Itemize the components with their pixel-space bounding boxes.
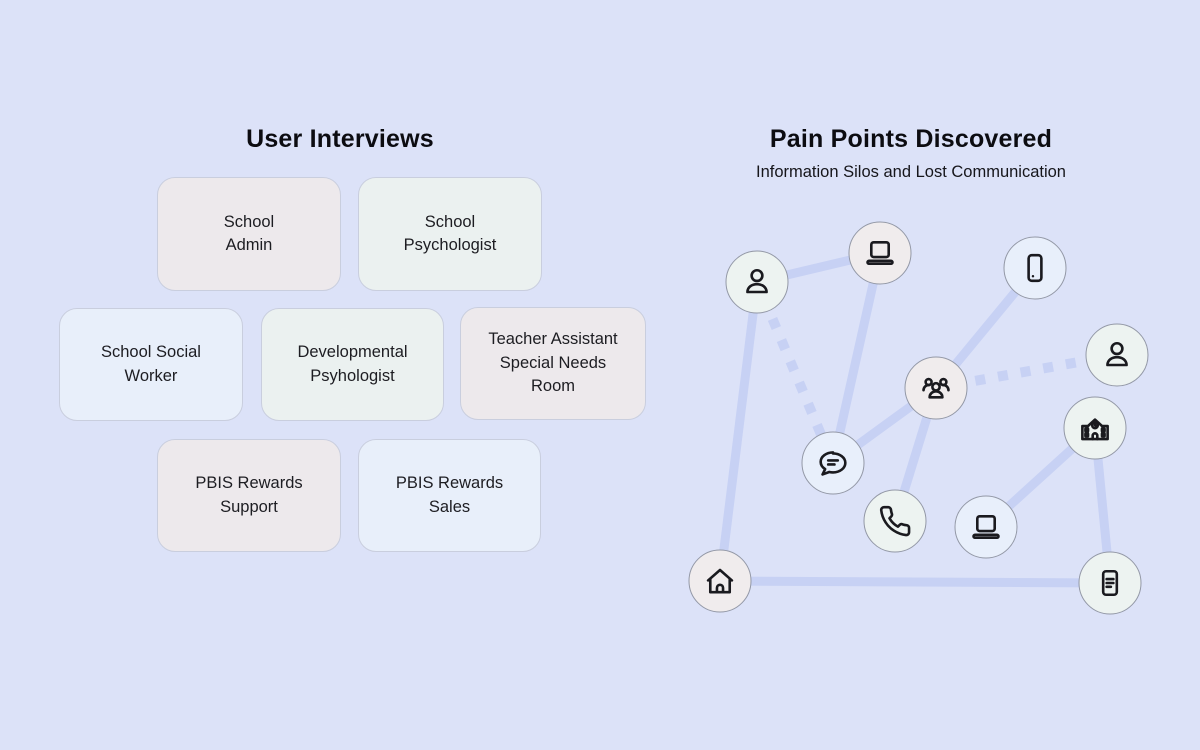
user-icon (746, 268, 768, 294)
connector-person-1-chat (752, 280, 838, 465)
network-node-school (1063, 396, 1127, 460)
network-node-document (1078, 551, 1142, 615)
node-circle (904, 356, 968, 420)
interview-card-pbis-rewards-sales: PBIS Rewards Sales (358, 439, 541, 552)
network-diagram (688, 221, 1149, 615)
document-icon (1101, 569, 1119, 597)
network-node-laptop-1 (848, 221, 912, 285)
node-circle (801, 431, 865, 495)
interview-card-teacher-assistant: Teacher Assistant Special Needs Room (460, 307, 646, 420)
network-node-laptop-2 (954, 495, 1018, 559)
phone-icon (879, 505, 911, 537)
connector-laptop-1-chat (828, 252, 885, 464)
laptop-icon (972, 514, 1000, 540)
network-node-phone-call (863, 489, 927, 553)
interview-card-pbis-rewards-support: PBIS Rewards Support (157, 439, 341, 552)
interview-card-school-admin: School Admin (157, 177, 341, 291)
interview-card-school-psychologist: School Psychologist (358, 177, 542, 291)
laptop-icon (866, 240, 894, 266)
user-interviews-title: User Interviews (246, 125, 434, 153)
pain-points-subtitle: Information Silos and Lost Communication (756, 163, 1066, 181)
connector-home-document (719, 576, 1111, 588)
network-node-chat (801, 431, 865, 495)
school-icon (1081, 418, 1109, 441)
users-icon (922, 377, 950, 399)
network-node-person-2 (1085, 323, 1149, 387)
interview-card-school-social-worker: School Social Worker (59, 308, 243, 421)
connector-team-person-2 (935, 350, 1118, 393)
interview-card-developmental-psyhologist: Developmental Psyhologist (261, 308, 444, 421)
node-circle (848, 221, 912, 285)
pain-points-title: Pain Points Discovered (769, 125, 1053, 153)
smartphone-icon (1027, 253, 1043, 283)
network-node-smartphone (1003, 236, 1067, 300)
node-circle (688, 549, 752, 613)
node-circle (863, 489, 927, 553)
home-icon (706, 568, 734, 594)
network-node-home (688, 549, 752, 613)
node-circle (1003, 236, 1067, 300)
network-node-team (904, 356, 968, 420)
network-node-person-1 (725, 250, 789, 314)
node-circle (954, 495, 1018, 559)
connector-person-1-home (715, 281, 762, 582)
chat-icon (819, 451, 847, 476)
user-icon (1106, 341, 1128, 367)
